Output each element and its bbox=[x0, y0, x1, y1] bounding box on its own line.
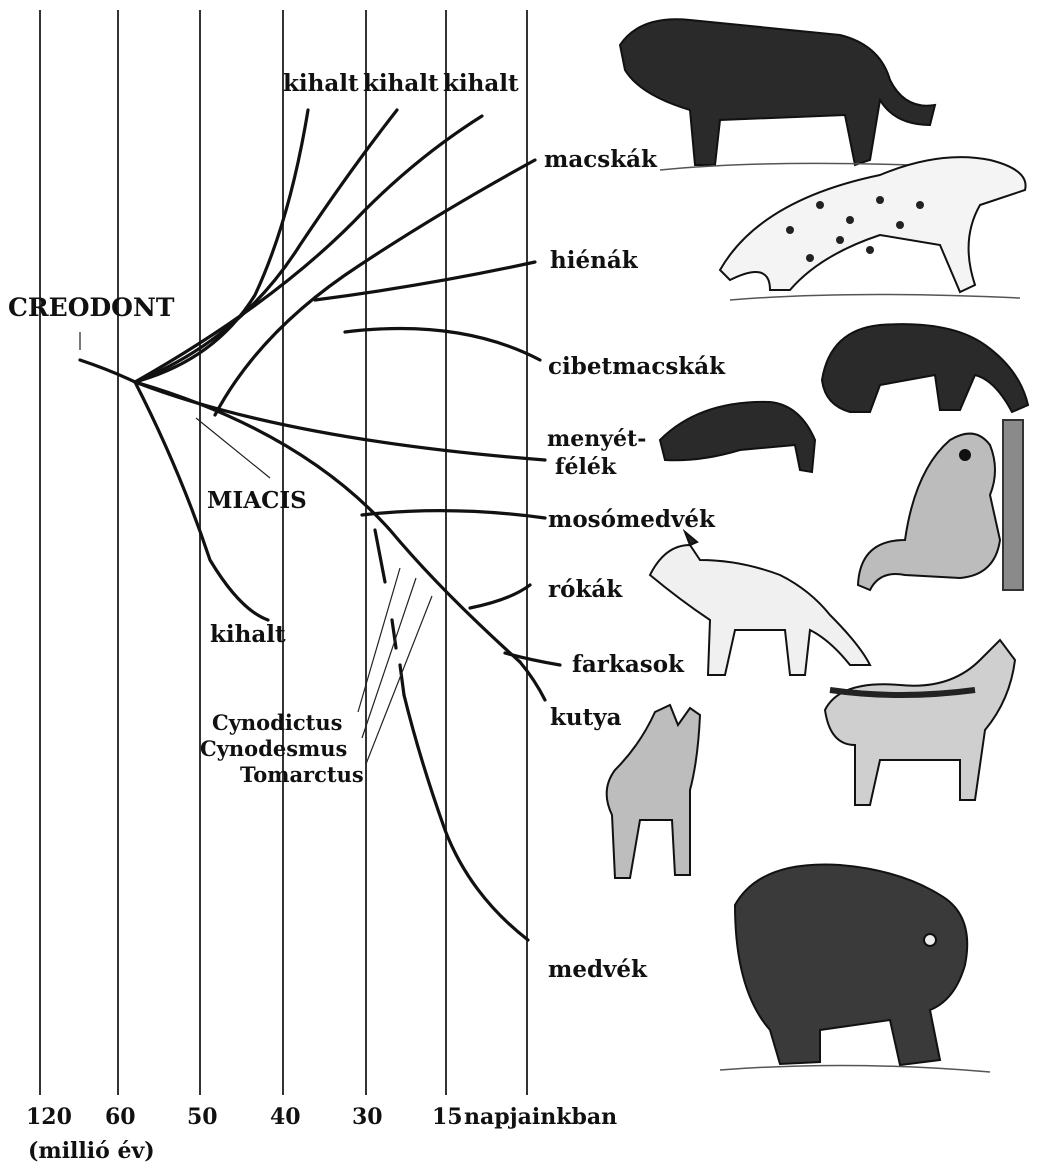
axis-unit: (millió év) bbox=[28, 1138, 155, 1164]
fossil-cynodesmus: Cynodesmus bbox=[200, 736, 347, 761]
extinct-label-4: kihalt bbox=[210, 621, 286, 648]
weasel-illustration bbox=[660, 402, 815, 472]
animal-illustrations bbox=[607, 19, 1028, 1072]
axis-tick-40: 40 bbox=[270, 1104, 301, 1130]
branch-menyetfelek bbox=[135, 382, 545, 460]
axis-tick-60: 60 bbox=[105, 1104, 136, 1130]
label-menyet-2: félék bbox=[555, 454, 617, 480]
extinct-label-3: kihalt bbox=[443, 70, 519, 97]
branch-kutya bbox=[520, 662, 545, 700]
branch-kihalt-3 bbox=[135, 116, 482, 382]
label-menyet-1: menyét- bbox=[547, 426, 646, 452]
label-hienak: hiénák bbox=[550, 247, 639, 274]
fossil-cynodictus: Cynodictus bbox=[212, 710, 342, 735]
axis-tick-15: 15 bbox=[432, 1104, 463, 1130]
label-mosomedvek: mosómedvék bbox=[548, 506, 716, 533]
cat-illustration bbox=[620, 19, 935, 170]
label-kutya: kutya bbox=[550, 704, 622, 731]
label-farkasok: farkasok bbox=[572, 651, 685, 678]
extinct-label-2: kihalt bbox=[363, 70, 439, 97]
miacis-label: MIACIS bbox=[207, 487, 307, 514]
tree-branches bbox=[80, 110, 560, 940]
branch-fossil-a bbox=[375, 530, 385, 582]
hyena-illustration bbox=[720, 157, 1026, 300]
axis-tick-50: 50 bbox=[187, 1104, 218, 1130]
branch-cibetmacskak bbox=[345, 329, 540, 361]
label-rokak: rókák bbox=[548, 576, 623, 603]
label-macskak: macskák bbox=[544, 146, 658, 173]
axis-tick-present: napjainkban bbox=[464, 1104, 617, 1130]
axis-tick-120: 120 bbox=[26, 1104, 72, 1130]
creodont-label: CREODONT bbox=[8, 293, 175, 322]
civet-illustration bbox=[822, 324, 1028, 412]
branch-root bbox=[80, 360, 135, 382]
fossil-tomarctus: Tomarctus bbox=[240, 762, 364, 787]
miacis-pointer bbox=[196, 418, 270, 478]
branch-main-canid bbox=[135, 382, 520, 662]
bear-illustration bbox=[720, 865, 990, 1073]
branch-rokak bbox=[470, 585, 530, 608]
branch-hienak bbox=[315, 262, 535, 300]
time-gridlines bbox=[40, 10, 527, 1095]
branch-farkasok bbox=[505, 653, 560, 665]
tomarctus-pointer bbox=[366, 596, 432, 764]
branch-medvek bbox=[404, 695, 528, 940]
extinct-label-1: kihalt bbox=[283, 70, 359, 97]
label-medvek: medvék bbox=[548, 956, 648, 983]
branch-mosomedvek bbox=[362, 511, 545, 518]
axis-tick-30: 30 bbox=[352, 1104, 383, 1130]
raccoon-illustration bbox=[858, 420, 1023, 590]
label-cibetmacskak: cibetmacskák bbox=[548, 353, 726, 380]
